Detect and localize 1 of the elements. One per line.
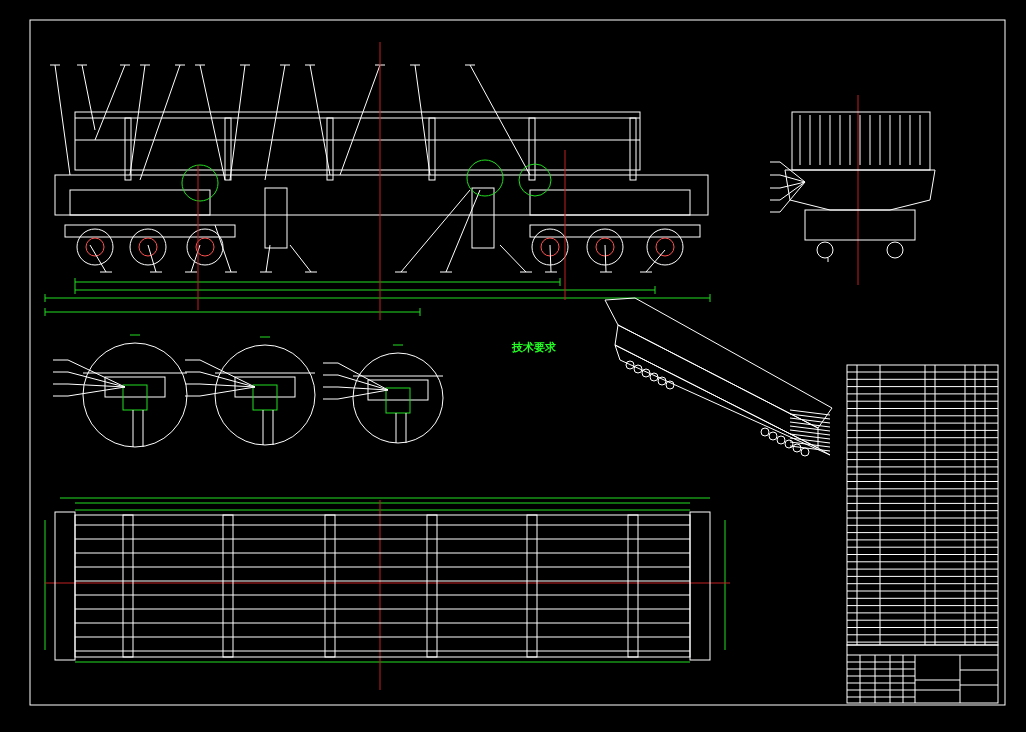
technical-requirements-heading: 技术要求 — [512, 340, 556, 355]
